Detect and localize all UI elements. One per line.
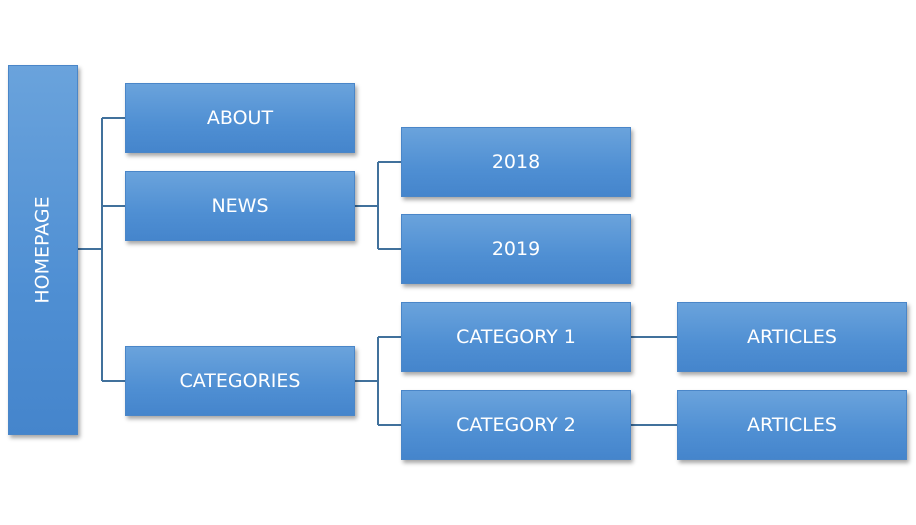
node-articles-1: ARTICLES (677, 302, 907, 372)
node-label: HOMEPAGE (32, 196, 54, 304)
node-articles-2: ARTICLES (677, 390, 907, 460)
node-about: ABOUT (125, 83, 355, 153)
node-news: NEWS (125, 171, 355, 241)
node-category-2: CATEGORY 2 (401, 390, 631, 460)
node-homepage: HOMEPAGE (8, 65, 78, 435)
connector-news (355, 161, 401, 250)
connector-articles (631, 336, 677, 426)
connector-homepage (78, 117, 125, 382)
node-2018: 2018 (401, 127, 631, 197)
connector-categories (355, 336, 401, 426)
node-2019: 2019 (401, 214, 631, 284)
node-category-1: CATEGORY 1 (401, 302, 631, 372)
node-categories: CATEGORIES (125, 346, 355, 416)
